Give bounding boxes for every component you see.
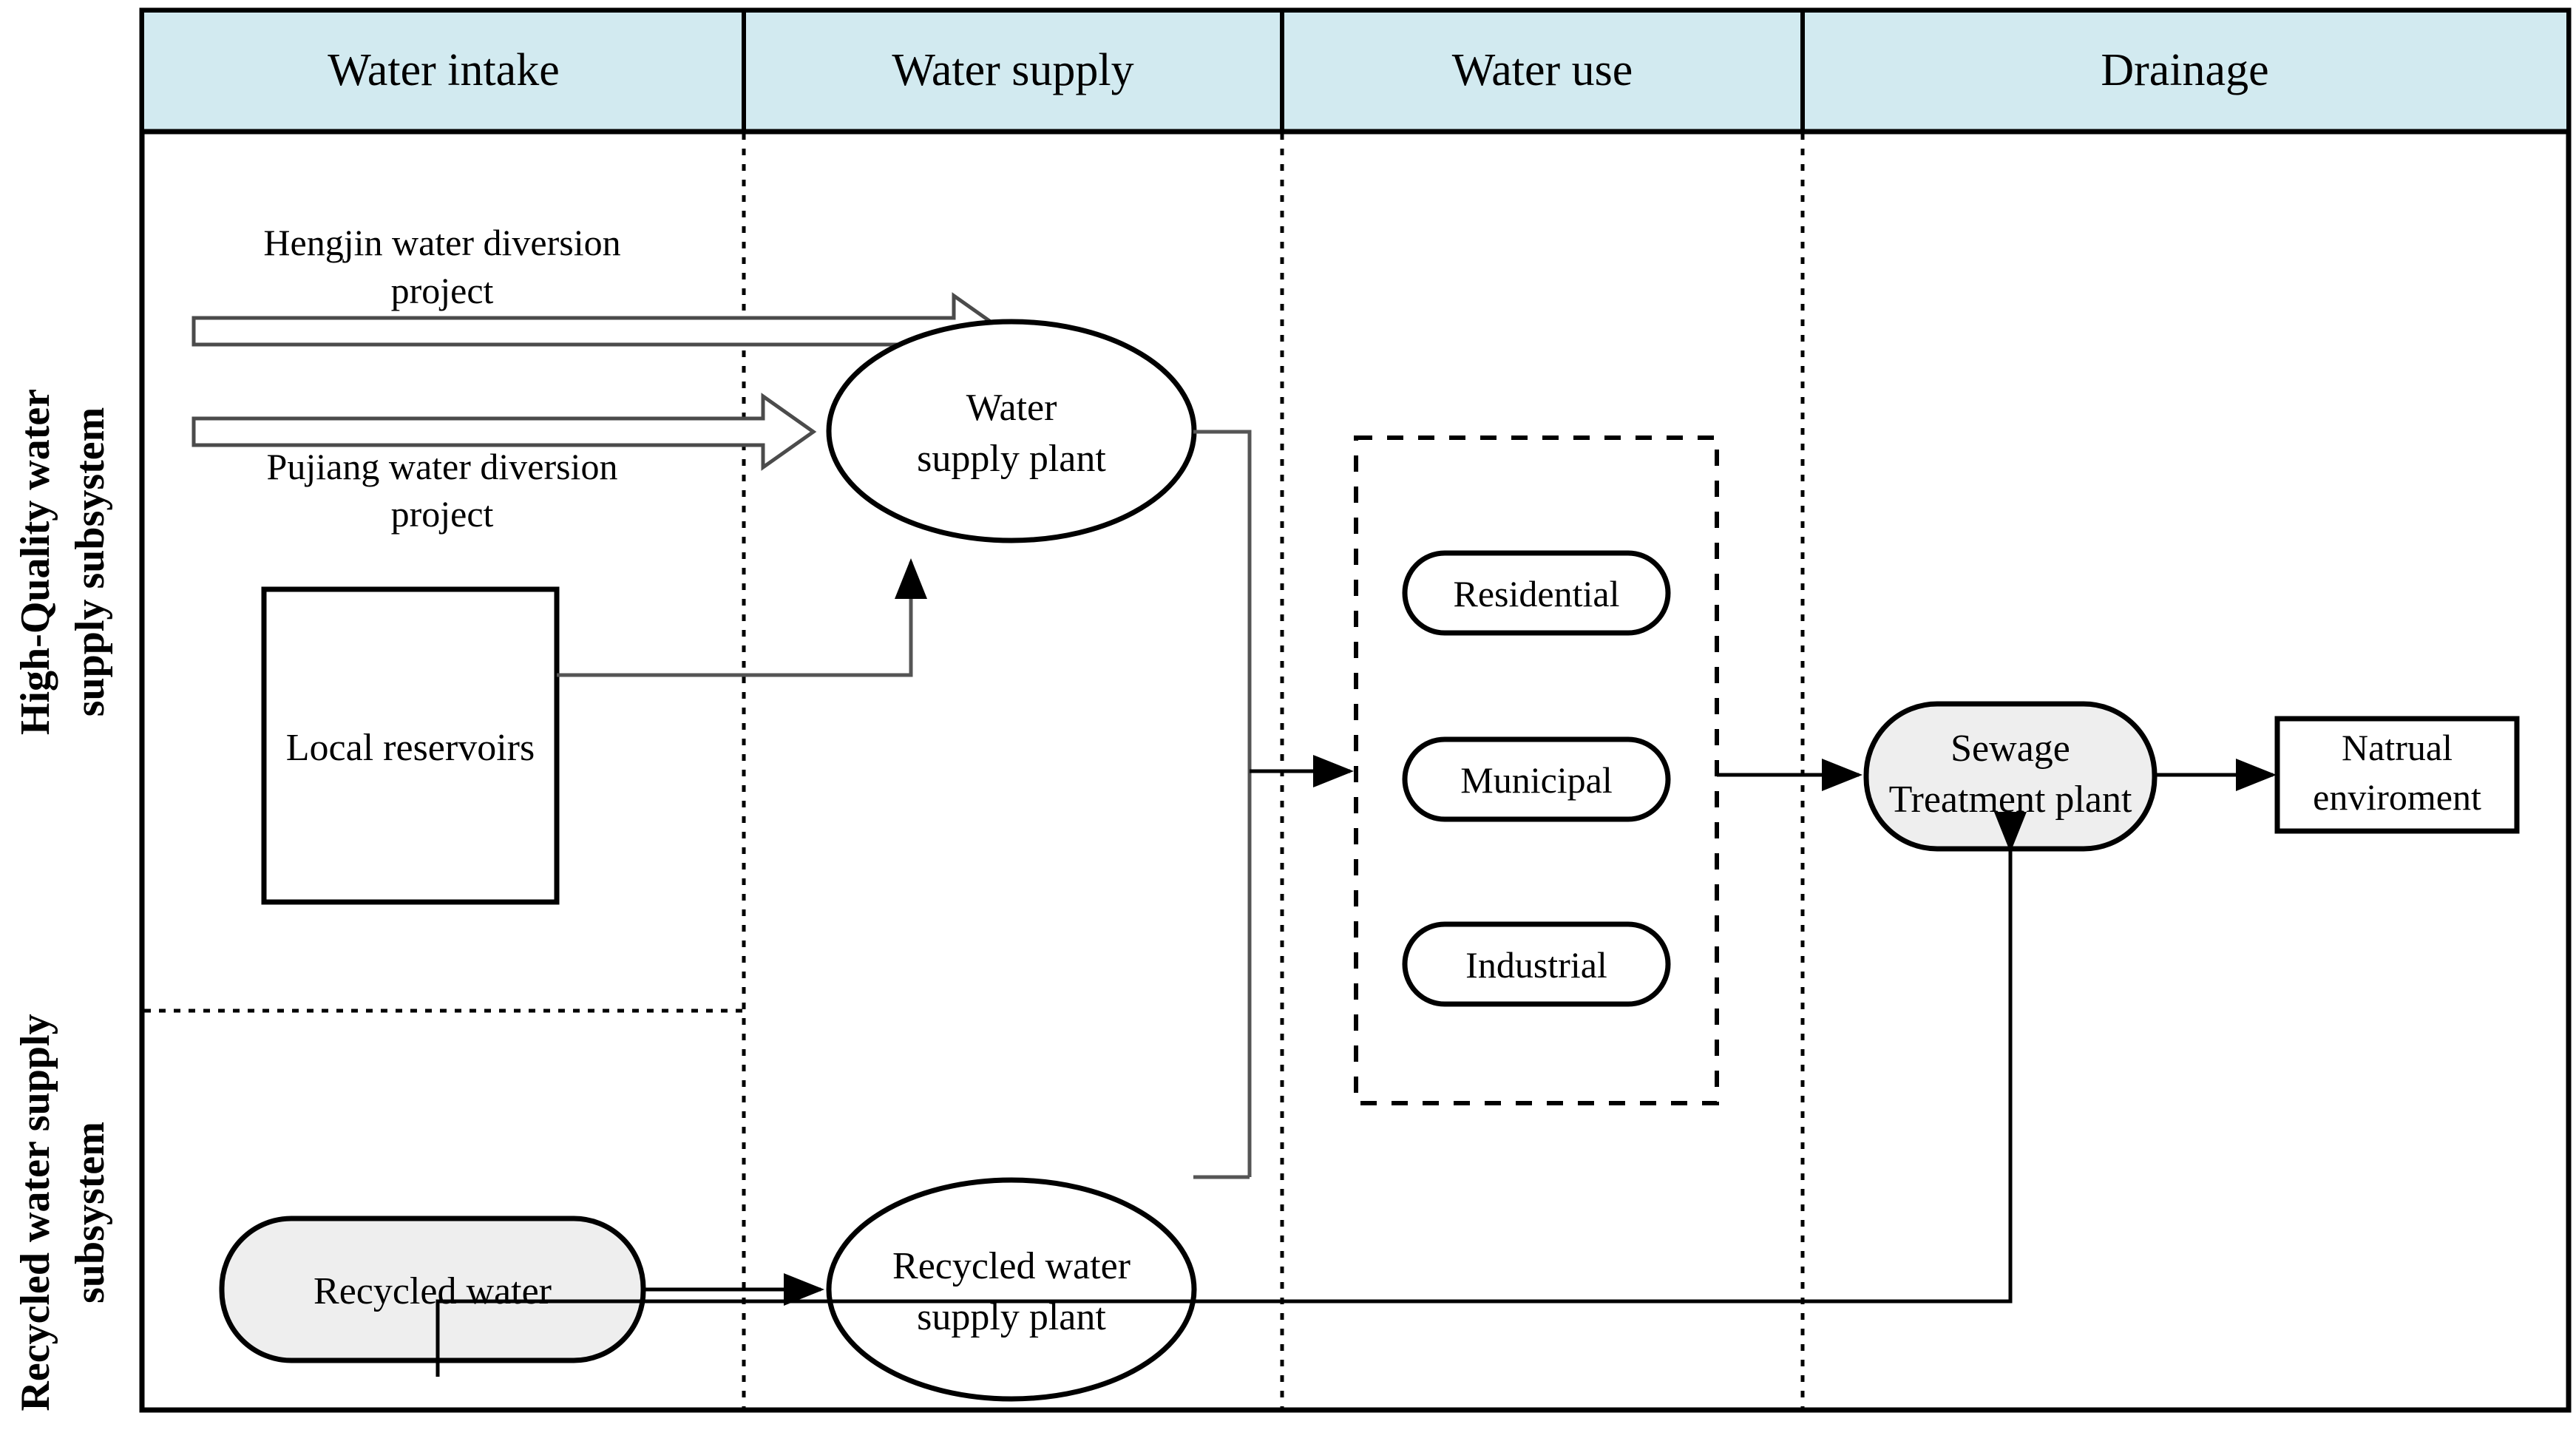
node-sewage-treatment-plant[interactable] — [1863, 701, 2158, 852]
node-residential[interactable] — [1402, 550, 1671, 636]
side-label-recycled-line1: Recycled water supply — [13, 1014, 58, 1411]
node-natural-environment-line1: Natrual — [2342, 727, 2453, 768]
connector-water-supply-plant-out — [1193, 430, 1252, 1177]
node-recycled-water-label: Recycled water — [313, 1270, 552, 1312]
pujiang-label-line2: project — [391, 493, 494, 535]
pujiang-block-arrow — [191, 393, 817, 471]
node-recycled-water-supply-plant[interactable] — [826, 1177, 1197, 1402]
side-label-high-quality-line1: High-Quality water — [13, 389, 58, 735]
node-industrial[interactable] — [1402, 921, 1671, 1007]
side-label-high-quality-line2: supply subsystem — [67, 407, 113, 717]
node-water-supply-plant[interactable] — [826, 319, 1197, 543]
node-recycled-water-supply-plant-line1: Recycled water — [892, 1245, 1131, 1287]
column-header-water-intake: Water intake — [328, 45, 559, 95]
column-header-drainage: Drainage — [2101, 45, 2268, 95]
header-band — [144, 13, 2566, 132]
side-label-high-quality: High-Quality water supply subsystem — [13, 389, 113, 735]
node-industrial-label: Industrial — [1465, 944, 1607, 986]
side-label-recycled: Recycled water supply subsystem — [13, 1014, 113, 1411]
side-label-recycled-line2: subsystem — [67, 1122, 113, 1304]
node-residential-label: Residential — [1454, 573, 1620, 614]
node-natural-environment[interactable] — [2274, 716, 2520, 834]
water-use-group-box — [1354, 435, 1719, 1105]
node-local-reservoirs[interactable] — [261, 586, 560, 905]
connector-reservoirs-to-plant — [557, 558, 927, 677]
connector-sewage-return-to-recycled-water — [435, 812, 2027, 1377]
node-sewage-treatment-plant-line2: Treatment plant — [1889, 779, 2132, 821]
column-header-water-supply: Water supply — [892, 45, 1133, 95]
column-header-water-use: Water use — [1452, 45, 1633, 95]
hengjin-label-line2: project — [391, 270, 494, 311]
node-natural-environment-line2: enviroment — [2313, 776, 2481, 818]
node-municipal-label: Municipal — [1460, 759, 1613, 801]
node-water-supply-plant-line2: supply plant — [917, 438, 1106, 480]
hengjin-label-line1: Hengjin water diversion — [263, 222, 620, 263]
node-sewage-treatment-plant-line1: Sewage — [1950, 728, 2070, 770]
pujiang-label-line1: Pujiang water diversion — [267, 446, 618, 487]
node-local-reservoirs-label: Local reservoirs — [286, 727, 535, 769]
node-municipal[interactable] — [1402, 736, 1671, 822]
node-water-supply-plant-line1: Water — [966, 387, 1057, 429]
